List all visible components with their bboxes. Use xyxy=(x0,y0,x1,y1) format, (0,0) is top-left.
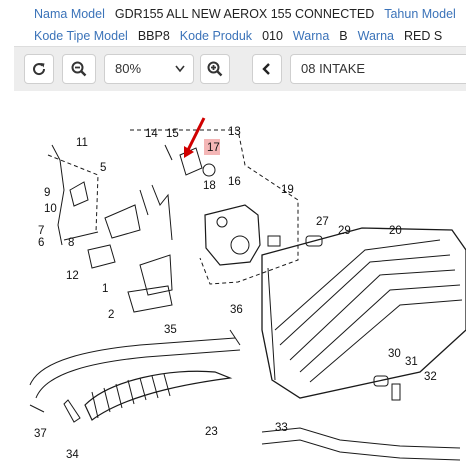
pointer-arrow xyxy=(186,117,206,151)
callout-35[interactable]: 35 xyxy=(164,324,177,336)
nama-model-label: Nama Model xyxy=(34,7,105,21)
model-info-row-1: Nama Model GDR155 ALL NEW AEROX 155 CONNE… xyxy=(34,4,466,24)
callout-9[interactable]: 9 xyxy=(44,187,50,199)
zoom-in-icon xyxy=(207,61,223,77)
zoom-value: 80% xyxy=(115,61,142,76)
section-value: 08 INTAKE xyxy=(301,61,366,76)
callout-8[interactable]: 8 xyxy=(68,237,74,249)
kode-tipe-label: Kode Tipe Model xyxy=(34,29,128,43)
callout-36[interactable]: 36 xyxy=(230,304,243,316)
callout-16[interactable]: 16 xyxy=(228,176,241,188)
reset-view-button[interactable] xyxy=(24,54,54,84)
callout-7[interactable]: 7 xyxy=(38,225,44,237)
callout-12[interactable]: 12 xyxy=(66,270,79,282)
zoom-out-icon xyxy=(71,61,87,77)
viewer-toolbar: 80% 08 INTAKE xyxy=(14,46,466,91)
pointer-arrow-head xyxy=(184,146,194,158)
callout-13[interactable]: 13 xyxy=(228,126,241,138)
callout-19[interactable]: 19 xyxy=(281,184,294,196)
nama-model-value: GDR155 ALL NEW AEROX 155 CONNECTED xyxy=(114,7,375,21)
callout-34[interactable]: 34 xyxy=(66,449,79,461)
parts-diagram: 11 5 9 10 6 8 7 12 14 15 13 17 18 16 1 2… xyxy=(0,92,466,466)
zoom-out-button[interactable] xyxy=(62,54,96,84)
callout-6[interactable]: 6 xyxy=(38,237,44,249)
warna-value: B xyxy=(339,29,348,43)
callout-20[interactable]: 20 xyxy=(389,225,402,237)
warna-value-2: RED S xyxy=(403,29,443,43)
callout-11[interactable]: 11 xyxy=(76,137,88,149)
callout-32[interactable]: 32 xyxy=(424,371,437,383)
callout-5[interactable]: 5 xyxy=(100,162,106,174)
zoom-select[interactable]: 80% xyxy=(104,54,194,84)
callout-37[interactable]: 37 xyxy=(34,428,47,440)
refresh-icon xyxy=(33,63,46,76)
model-info-bar: Nama Model GDR155 ALL NEW AEROX 155 CONNE… xyxy=(0,0,466,50)
exploded-view-drawing: 11 5 9 10 6 8 7 12 14 15 13 17 18 16 1 2… xyxy=(29,117,466,461)
callout-2[interactable]: 2 xyxy=(108,309,114,321)
kode-tipe-value: BBP8 xyxy=(137,29,170,43)
chevron-left-icon xyxy=(262,63,270,75)
kode-produk-label: Kode Produk xyxy=(179,29,253,43)
zoom-in-button[interactable] xyxy=(200,54,230,84)
callout-29[interactable]: 29 xyxy=(338,225,351,237)
callout-10[interactable]: 10 xyxy=(44,203,57,215)
callout-23[interactable]: 23 xyxy=(205,426,218,438)
callout-27[interactable]: 27 xyxy=(316,216,329,228)
callout-18[interactable]: 18 xyxy=(203,180,216,192)
section-select[interactable]: 08 INTAKE xyxy=(290,54,466,84)
callout-33[interactable]: 33 xyxy=(275,422,288,434)
callout-14[interactable]: 14 xyxy=(145,128,158,140)
highlight-marker xyxy=(204,139,220,155)
kode-produk-value: 010 xyxy=(262,29,283,43)
previous-section-button[interactable] xyxy=(252,54,282,84)
tahun-model-label: Tahun Model xyxy=(384,7,456,21)
callout-30[interactable]: 30 xyxy=(388,348,401,360)
warna-label: Warna xyxy=(292,29,330,43)
callout-labels: 11 5 9 10 6 8 7 12 14 15 13 17 18 16 1 2… xyxy=(34,126,437,461)
warna-label-2: Warna xyxy=(357,29,394,43)
callout-1[interactable]: 1 xyxy=(102,283,108,295)
chevron-down-icon xyxy=(175,55,185,93)
callout-31[interactable]: 31 xyxy=(405,356,418,368)
callout-17[interactable]: 17 xyxy=(207,142,220,154)
callout-15[interactable]: 15 xyxy=(166,128,179,140)
